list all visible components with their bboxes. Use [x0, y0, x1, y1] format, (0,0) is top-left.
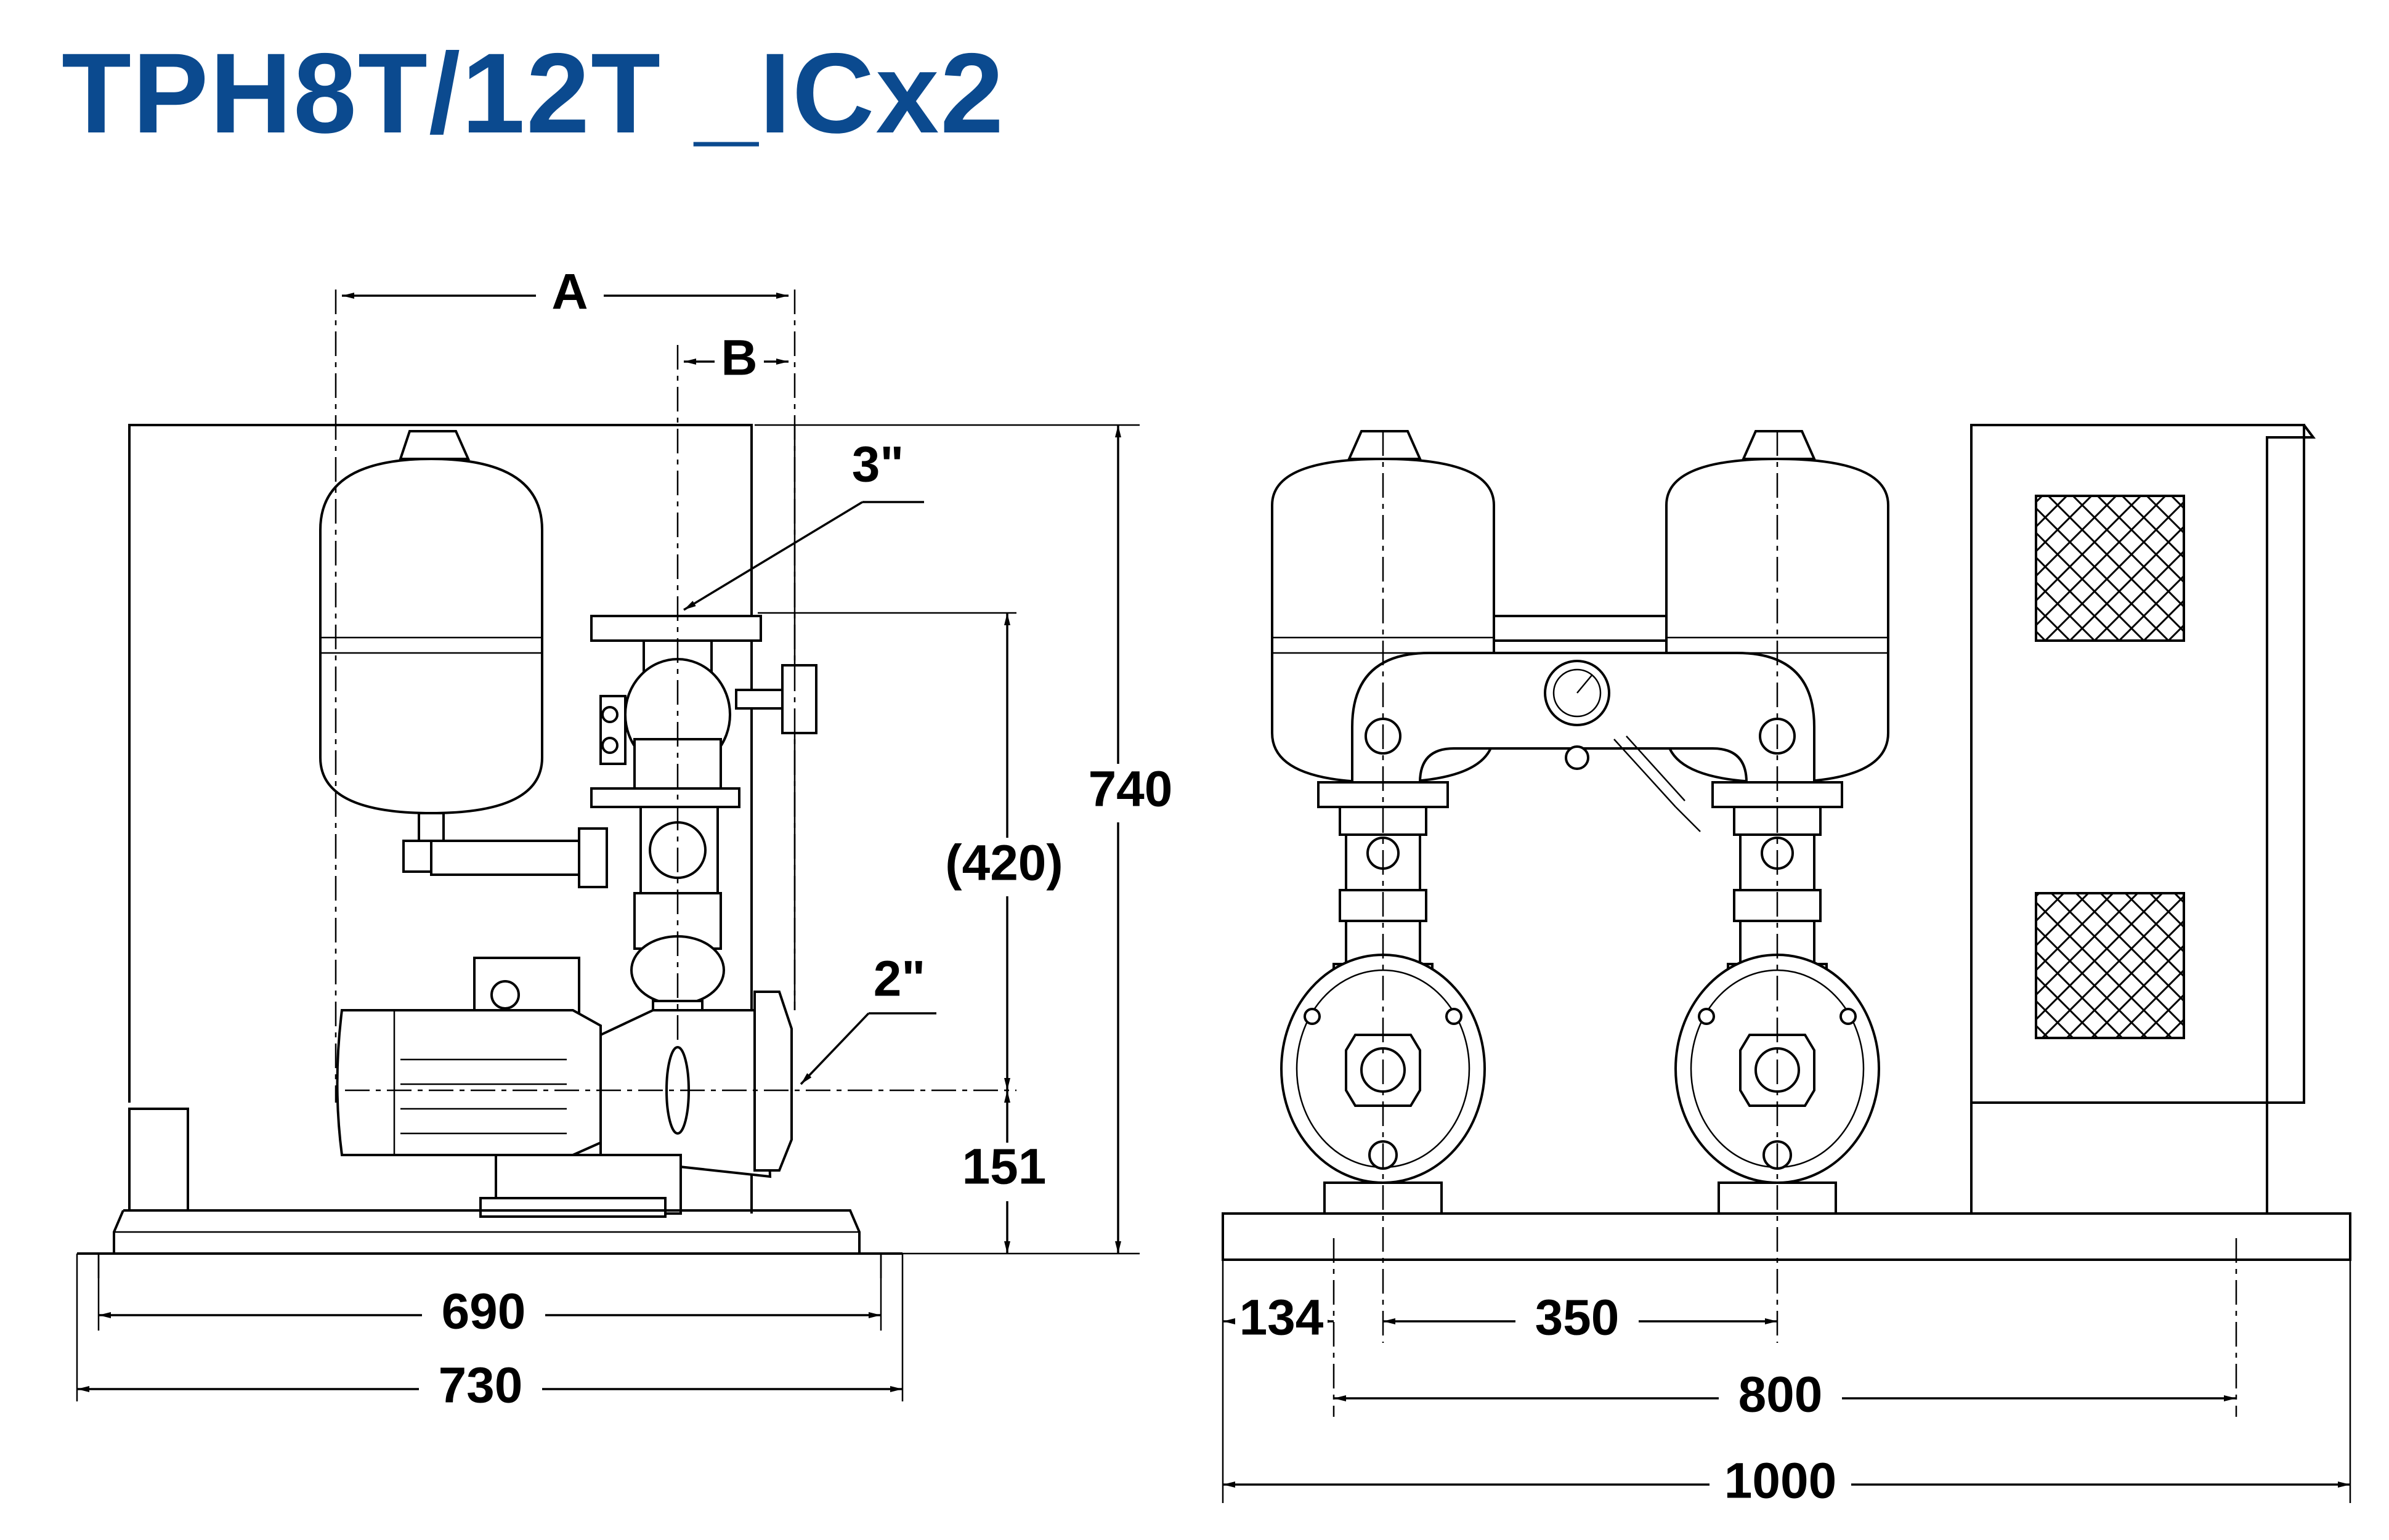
- manifold-front: [1351, 615, 1815, 832]
- manifold-side: [590, 615, 817, 1021]
- control-cabinet: [1970, 424, 2316, 1214]
- height-outlet-label: (420): [945, 835, 1063, 891]
- control-panel-outline: [128, 424, 753, 1214]
- outlet-size-label: 3": [852, 437, 904, 493]
- page-title: TPH8T/12T _ICx2: [62, 30, 1005, 157]
- baseframe-side: [77, 1108, 902, 1255]
- expansion-tank-side: [319, 430, 543, 873]
- baseframe-front: [1222, 1212, 2351, 1261]
- pump-spacing-label: 350: [1535, 1290, 1620, 1346]
- ventilation-grille-bottom: [2035, 892, 2185, 1039]
- height-total-label: 740: [1089, 761, 1173, 817]
- base-inner-width-label: 690: [442, 1284, 526, 1340]
- inlet-size-label: 2": [874, 951, 925, 1007]
- base-outer-width-label: 730: [439, 1358, 523, 1414]
- ventilation-grille-top: [2035, 495, 2185, 642]
- base-outer-width-front-label: 1000: [1724, 1453, 1836, 1509]
- dim-a-label: A: [551, 264, 588, 320]
- pump-side: [336, 957, 793, 1218]
- side-view: A B 3" 2" 740 (420) 151 690: [76, 264, 1186, 1417]
- dim-b-label: B: [721, 330, 757, 386]
- offset-left-label: 134: [1239, 1290, 1324, 1346]
- base-inner-width-front-label: 800: [1738, 1367, 1823, 1423]
- height-inlet-label: 151: [962, 1139, 1047, 1195]
- front-view: 134 350 800 1000: [1222, 424, 2351, 1512]
